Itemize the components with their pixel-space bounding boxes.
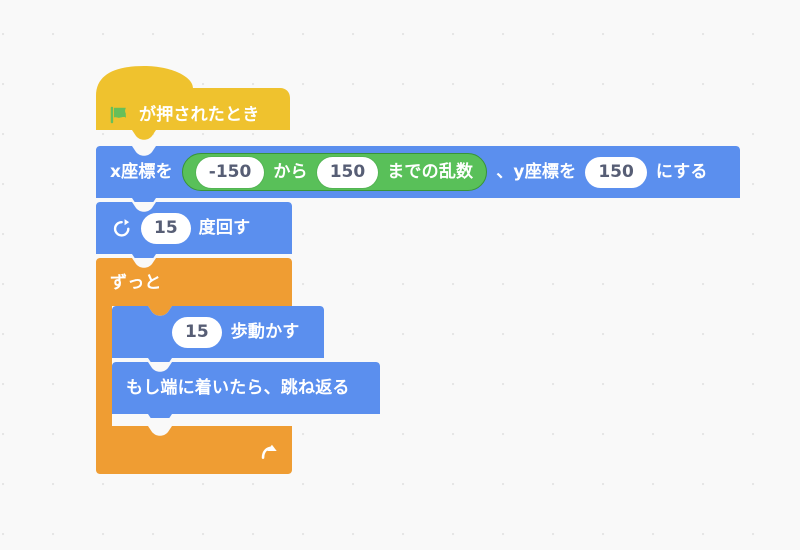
control-block-forever[interactable]: ずっと 15 歩動かす	[96, 258, 380, 478]
set-y-input[interactable]: 150	[585, 156, 647, 188]
random-from-input[interactable]: -150	[195, 156, 265, 188]
motion-block-set-xy-content: x座標を -150 から 150 までの乱数 、y座標を 150 にする	[96, 146, 708, 198]
motion-block-turn-right-shape	[96, 202, 292, 258]
block-script-stack[interactable]: が押されたとき x座標を -150 から 150 までの乱数 、y座標を 150…	[96, 66, 744, 478]
control-block-forever-shape	[96, 258, 292, 474]
motion-block-if-on-edge-bounce-shape	[112, 362, 380, 418]
set-xy-label-prefix: x座標を	[110, 161, 173, 182]
forever-label-wrap: ずっと	[110, 272, 162, 294]
hat-block-content: が押されたとき	[108, 100, 259, 130]
hat-block-shape	[96, 66, 290, 140]
motion-block-set-xy[interactable]: x座標を -150 から 150 までの乱数 、y座標を 150 にする	[96, 146, 744, 202]
set-xy-label-middle: 、y座標を	[496, 161, 577, 182]
motion-block-if-on-edge-bounce[interactable]: もし端に着いたら、跳ね返る	[112, 362, 384, 418]
forever-label: ずっと	[110, 272, 162, 293]
turn-degrees-input[interactable]: 15	[141, 212, 191, 244]
motion-block-turn-right[interactable]: 15 度回す	[96, 202, 296, 258]
set-xy-label-suffix: にする	[655, 161, 708, 182]
if-on-edge-bounce-label: もし端に着いたら、跳ね返る	[126, 377, 350, 398]
random-label-from: から	[273, 161, 308, 182]
move-steps-label-suffix: 歩動かす	[230, 321, 300, 342]
motion-block-turn-right-content: 15 度回す	[96, 202, 250, 254]
operator-block-pick-random[interactable]: -150 から 150 までの乱数	[181, 153, 488, 191]
motion-block-if-on-edge-bounce-content: もし端に着いたら、跳ね返る	[112, 362, 350, 414]
motion-block-move-steps-content: 15 歩動かす	[112, 306, 299, 358]
random-label-suffix: までの乱数	[387, 161, 474, 182]
turn-clockwise-icon	[113, 218, 130, 237]
hat-block-label: が押されたとき	[139, 104, 260, 125]
random-to-input[interactable]: 150	[316, 156, 379, 188]
green-flag-icon	[110, 106, 126, 124]
forever-block-children: 15 歩動かす もし端に着いたら、跳ね返る	[112, 306, 384, 418]
move-steps-input[interactable]: 15	[172, 316, 222, 348]
turn-label-suffix: 度回す	[198, 217, 251, 238]
loop-arrow-icon	[261, 444, 277, 459]
hat-block-when-flag-clicked[interactable]: が押されたとき	[96, 66, 291, 146]
motion-block-move-steps[interactable]: 15 歩動かす	[112, 306, 328, 362]
